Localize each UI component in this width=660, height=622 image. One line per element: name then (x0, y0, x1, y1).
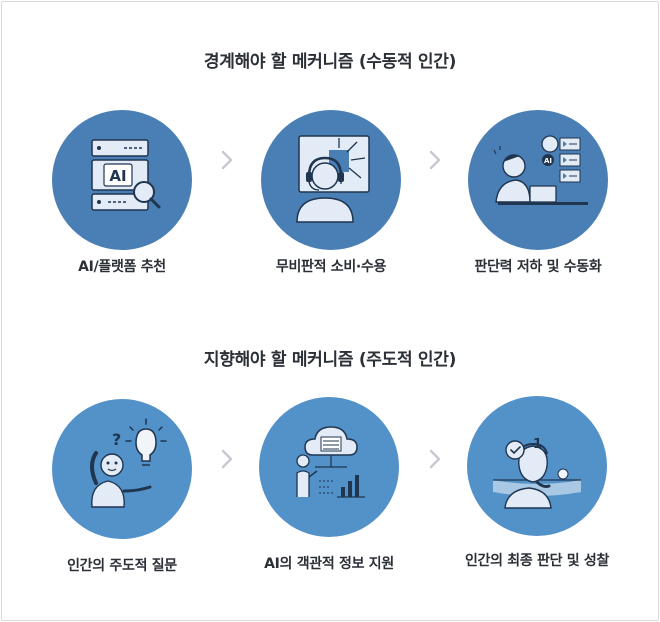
chevron-right-icon (221, 449, 233, 469)
chevron-right-icon (429, 449, 441, 469)
step-label-decline: 판단력 저하 및 수동화 (474, 259, 602, 275)
step-circle-question: ? (52, 399, 192, 539)
tired-user-laptop-icon: AI (493, 135, 588, 205)
ai-server-search-icon: AI (91, 139, 161, 211)
step-label-final-judgment: 인간의 최종 판단 및 성찰 (464, 553, 610, 569)
question-mark: ? (112, 430, 121, 449)
step-circle-decline: AI (468, 110, 608, 250)
step-label-question: 인간의 주도적 질문 (67, 558, 177, 574)
chevron-right-icon (221, 150, 233, 170)
step-label-uncritical: 무비판적 소비·수용 (275, 259, 387, 275)
number-one: 1 (533, 437, 542, 452)
headset-user-screen-icon (296, 135, 370, 223)
step-label-ai-recommend: AI/플랫폼 추천 (78, 259, 166, 275)
step-circle-uncritical (261, 110, 401, 250)
chevron-right-icon (429, 150, 441, 170)
step-circle-final-judgment: 1 (467, 396, 607, 536)
ai-badge-label: AI (544, 157, 552, 165)
step-circle-ai-recommend: AI (52, 110, 192, 250)
step-circle-ai-support (259, 397, 399, 537)
section-title-active: 지향해야 할 메커니즘 (주도적 인간) (203, 350, 457, 370)
step-label-ai-support: AI의 객관적 정보 지원 (264, 556, 394, 572)
cloud-data-chart-icon (296, 426, 365, 498)
thinking-person-check-icon: 1 (493, 437, 581, 509)
question-lightbulb-person-icon: ? (90, 418, 167, 508)
ai-chip-label: AI (109, 167, 126, 185)
section-title-passive: 경계해야 할 메커니즘 (수동적 인간) (203, 52, 457, 72)
